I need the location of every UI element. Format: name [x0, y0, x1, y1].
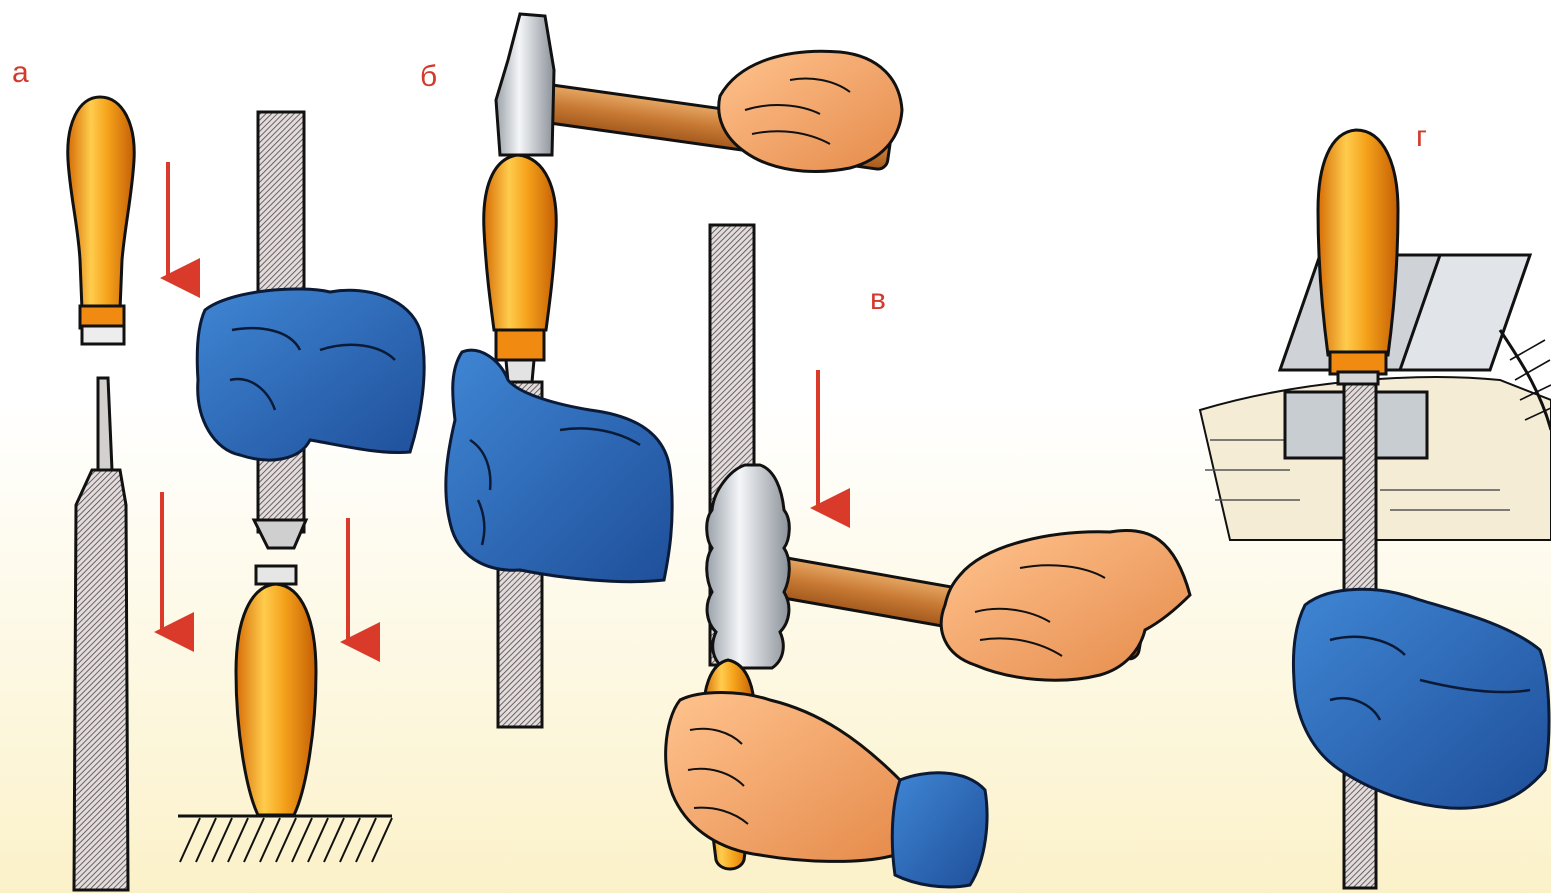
hand-skin	[666, 693, 910, 862]
panel-g	[1200, 130, 1551, 888]
blue-glove	[1293, 589, 1549, 808]
panel-label-a: а	[12, 58, 29, 88]
blue-glove	[197, 289, 424, 460]
hand-skin	[941, 530, 1190, 680]
loose-file	[74, 378, 128, 890]
panel-b	[446, 14, 902, 727]
loose-handle	[68, 97, 134, 344]
blue-glove	[446, 350, 672, 581]
blue-cuff	[892, 773, 987, 887]
file-with-handle-tapping	[236, 112, 316, 815]
handle-top	[1318, 130, 1398, 384]
panel-label-g: г	[1416, 122, 1427, 152]
hand-skin	[719, 51, 902, 171]
panel-label-v: в	[870, 285, 886, 315]
ground-hatching	[178, 816, 392, 862]
panel-label-b: б	[420, 62, 437, 92]
panel-a	[68, 97, 424, 890]
panel-v	[666, 225, 1190, 887]
